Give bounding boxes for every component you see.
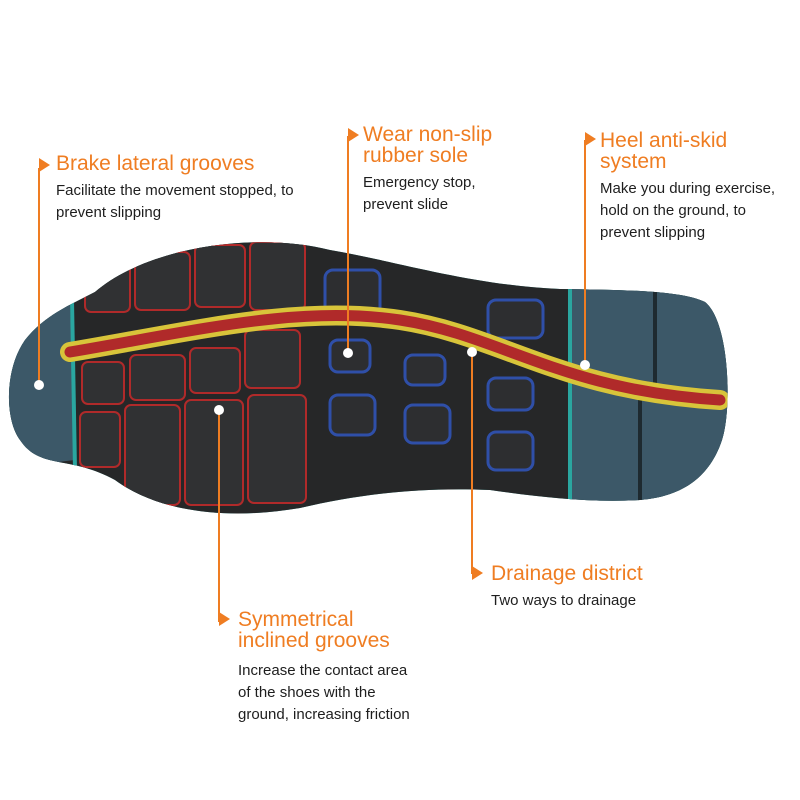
callout-title-line: Drainage district [491, 562, 643, 585]
blue-lug [486, 376, 535, 412]
drainage-channel [60, 305, 728, 410]
callout-title-line: Heel anti-skid [600, 129, 728, 152]
callout-title: Heel anti-skid system [600, 130, 775, 172]
callout-symmetrical-inclined-grooves: Symmetrical inclined grooves Increase th… [238, 609, 410, 726]
forefoot-rim-divider [70, 299, 77, 471]
callout-title-line: Wear non-slip [363, 123, 493, 146]
drainage-channel-red [64, 309, 726, 406]
tread-block [247, 394, 307, 504]
tread-block [244, 329, 301, 389]
callout-description-line: Facilitate the movement stopped, to [56, 182, 294, 199]
tread-block [81, 361, 125, 405]
callout-description-line: Increase the contact area [238, 662, 408, 679]
callout-drainage-district: Drainage district Two ways to drainage [491, 563, 643, 612]
callout-title-line: rubber sole [363, 144, 469, 167]
callout-description: Two ways to drainage [491, 590, 643, 612]
tread-block [129, 354, 186, 401]
blue-lug [486, 430, 535, 472]
arrowhead-wear-non-slip-rubber-sole [348, 128, 359, 142]
leader-lines [38, 136, 586, 622]
callout-brake-lateral-grooves: Brake lateral grooves Facilitate the mov… [56, 153, 294, 224]
callout-description-line: Two ways to drainage [491, 592, 637, 609]
callout-title-line: Brake lateral grooves [56, 152, 255, 175]
tread-block [84, 261, 131, 313]
arrowhead-symmetrical-inclined-grooves [219, 612, 230, 626]
callout-title: Symmetrical inclined grooves [238, 609, 410, 651]
arrowhead-heel-anti-skid-system [585, 132, 596, 146]
anchor-dot-symmetrical-inclined-grooves [214, 405, 224, 415]
tread-block [184, 399, 244, 506]
blue-lug [403, 403, 452, 445]
tread-block [189, 347, 241, 394]
midfoot-lugs [323, 268, 545, 472]
callout-title-line: system [600, 150, 667, 173]
callout-description: Increase the contact area of the shoes w… [238, 660, 410, 726]
anchor-dot-drainage-district [467, 347, 477, 357]
tread-block [194, 244, 246, 308]
tread-block [79, 411, 121, 468]
callout-description: Facilitate the movement stopped, to prev… [56, 180, 294, 224]
tread-block [134, 251, 191, 311]
arrowhead-brake-lateral-grooves [39, 158, 50, 172]
callout-description-line: of the shoes with the [238, 684, 376, 701]
callout-description: Make you during exercise, hold on the gr… [600, 178, 775, 244]
anchor-dot-brake-lateral-grooves [34, 380, 44, 390]
callout-title: Brake lateral grooves [56, 153, 294, 174]
arrowhead-drainage-district [472, 566, 483, 580]
callout-title-line: Symmetrical [238, 608, 354, 631]
callout-description-line: ground, increasing friction [238, 706, 410, 723]
callout-description-line: prevent slide [363, 196, 449, 213]
anchor-dot-wear-non-slip-rubber-sole [343, 348, 353, 358]
callout-description: Emergency stop, prevent slide [363, 172, 492, 216]
callout-title: Drainage district [491, 563, 643, 584]
callout-title: Wear non-slip rubber sole [363, 124, 492, 166]
callout-description-line: hold on the ground, to [600, 202, 746, 219]
tread-block [249, 242, 306, 311]
callout-description-line: prevent slipping [56, 204, 162, 221]
callout-description-line: prevent slipping [600, 224, 706, 241]
anchor-dots [34, 347, 590, 415]
callout-heel-anti-skid-system: Heel anti-skid system Make you during ex… [600, 130, 775, 244]
blue-lug [486, 298, 545, 340]
callout-description-line: Emergency stop, [363, 174, 476, 191]
blue-lug [403, 353, 447, 387]
callout-description-line: Make you during exercise, [600, 180, 776, 197]
tread-block [124, 404, 181, 506]
callout-title-line: inclined grooves [238, 629, 390, 652]
blue-lug [328, 393, 377, 437]
arrowheads [39, 128, 596, 626]
callout-wear-non-slip-rubber-sole: Wear non-slip rubber sole Emergency stop… [363, 124, 492, 216]
anchor-dot-heel-anti-skid-system [580, 360, 590, 370]
